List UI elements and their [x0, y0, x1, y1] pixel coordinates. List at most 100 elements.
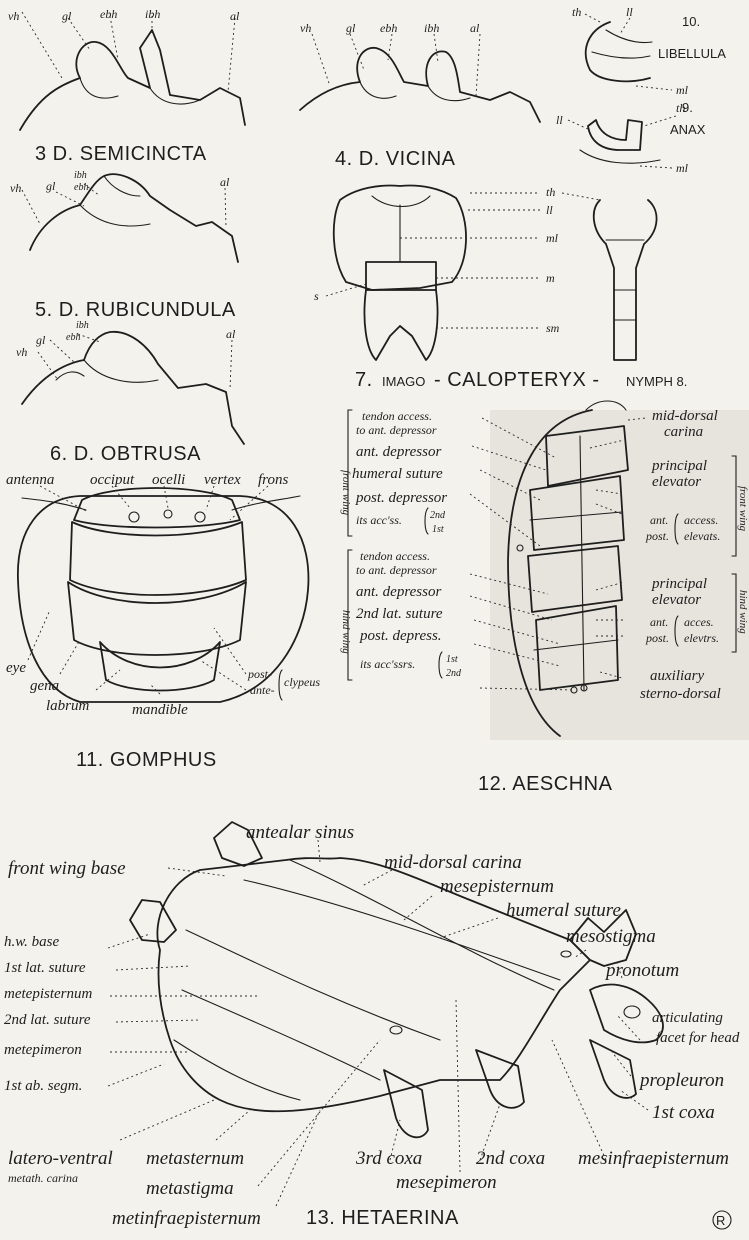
fig4-label-ebh: ebh: [380, 21, 397, 35]
fig12-label-2nd-a: 2nd: [430, 510, 446, 521]
fig12-label-ant1: ant.: [650, 513, 668, 527]
fig13-label-mesepimeron: mesepimeron: [396, 1172, 497, 1193]
fig12-label-carina: carina: [664, 424, 703, 440]
fig6-label-al: al: [226, 327, 236, 341]
fig12-label-post1: post.: [645, 529, 669, 543]
fig12-label-principal2: principal: [651, 576, 707, 592]
fig11-gomphus: antenna occiput ocelli vertex frons eye …: [6, 472, 320, 771]
fig11-label-vertex: vertex: [204, 472, 241, 488]
fig13-label-2nd-coxa: 2nd coxa: [476, 1148, 545, 1169]
fig11-label-antenna: antenna: [6, 472, 54, 488]
fig5-label-vh: vh: [10, 181, 21, 195]
fig5-label-al: al: [220, 175, 230, 189]
fig13-label-propleuron: propleuron: [638, 1070, 724, 1091]
fig7-caption-name: - CALOPTERYX -: [434, 369, 600, 391]
fig13-label-metepisternum: metepisternum: [4, 986, 92, 1002]
fig9-label-ml: ml: [676, 161, 689, 175]
fig11-label-ante: ante-: [250, 683, 275, 697]
fig13-label-mesostigma: mesostigma: [566, 926, 656, 947]
fig12-label-1st-b: 1st: [446, 654, 458, 665]
fig13-label-front-wing-base: front wing base: [8, 858, 126, 879]
fig10-number: 10.: [682, 14, 700, 29]
fig13-label-mesinfraepisternum: mesinfraepisternum: [578, 1148, 729, 1169]
fig4-vicina: vh gl ebh ibh al 4. D. VICINA: [300, 21, 540, 170]
fig12-label-2nd-b: 2nd: [446, 668, 462, 679]
fig12-label-its-access1: its acc'ss.: [356, 513, 402, 527]
fig12-side-hind: hind wing: [340, 610, 352, 654]
fig3-label-vh: vh: [8, 9, 19, 23]
fig13-label-hw-base: h.w. base: [4, 934, 59, 950]
fig6-label-gl: gl: [36, 333, 46, 347]
fig13-label-metinfraepisternum: metinfraepisternum: [112, 1208, 261, 1229]
fig12-side-front: front wing: [340, 470, 352, 516]
fig3-label-gl: gl: [62, 9, 72, 23]
fig3-caption: 3 D. SEMICINCTA: [35, 143, 207, 165]
fig13-label-3rd-coxa: 3rd coxa: [355, 1148, 422, 1169]
fig13-label-articulating: articulating: [652, 1010, 723, 1026]
fig9-label-ll: ll: [556, 113, 563, 127]
fig5-label-ibh: ibh: [74, 170, 87, 181]
fig11-label-frons: frons: [258, 472, 288, 488]
fig10-name: LIBELLULA: [658, 46, 726, 61]
fig12-label-to-ant-dep2: to ant. depressor: [356, 563, 437, 577]
fig13-caption: 13. HETAERINA: [306, 1207, 459, 1229]
fig12-label-post2: post.: [645, 631, 669, 645]
fig12-label-post-depressor: post. depressor: [355, 490, 447, 506]
fig13-label-2nd-lat-suture: 2nd lat. suture: [4, 1012, 91, 1028]
fig12-label-to-ant-dep1: to ant. depressor: [356, 423, 437, 437]
fig5-label-gl: gl: [46, 179, 56, 193]
fig10-label-ml: ml: [676, 83, 689, 97]
fig3-label-al: al: [230, 9, 240, 23]
fig5-caption: 5. D. RUBICUNDULA: [35, 299, 236, 321]
fig11-label-ocelli: ocelli: [152, 472, 185, 488]
fig12-label-1st-a: 1st: [432, 524, 444, 535]
fig12-label-humeral-suture: humeral suture: [352, 466, 443, 482]
fig13-label-metath-carina: metath. carina: [8, 1171, 78, 1185]
fig12-caption: 12. AESCHNA: [478, 773, 613, 795]
fig7-label-th: th: [546, 185, 555, 199]
fig13-label-facet: facet for head: [656, 1030, 740, 1046]
fig11-label-labrum: labrum: [46, 698, 90, 714]
fig7-calopteryx: th ll ml m sm s 7. IMAGO - CALOPTERYX - …: [314, 185, 687, 391]
fig7-caption-nymph: NYMPH 8.: [626, 374, 687, 389]
fig6-caption: 6. D. OBTRUSA: [50, 443, 201, 465]
fig12-label-elevator2: elevator: [652, 592, 701, 608]
fig12-label-auxiliary: auxiliary: [650, 668, 704, 684]
fig12-side-hind-r: hind wing: [737, 590, 749, 634]
fig12-label-sterno-dorsal: sterno-dorsal: [640, 686, 721, 702]
fig6-label-ebh: ebh: [66, 332, 80, 343]
fig13-label-metastigma: metastigma: [146, 1178, 234, 1199]
fig10-label-ll: ll: [626, 5, 633, 19]
fig11-label-mandible: mandible: [132, 702, 188, 718]
fig7-label-s: s: [314, 289, 319, 303]
fig13-label-1st-ab-segm: 1st ab. segm.: [4, 1078, 82, 1094]
fig12-label-elevtrs: elevtrs.: [684, 631, 719, 645]
fig7-label-ml: ml: [546, 231, 559, 245]
fig3-label-ebh: ebh: [100, 7, 117, 21]
fig3-label-ibh: ibh: [145, 7, 160, 21]
fig4-label-vh: vh: [300, 21, 311, 35]
fig3-semicincta: vh gl ebh ibh al 3 D. SEMICINCTA: [8, 7, 245, 165]
fig12-side-front-r: front wing: [737, 486, 749, 532]
fig4-label-ibh: ibh: [424, 21, 439, 35]
fig11-label-gena: gena: [30, 678, 59, 694]
fig4-label-gl: gl: [346, 21, 356, 35]
fig13-label-antealar-sinus: antealar sinus: [246, 822, 354, 843]
fig5-label-ebh: ebh: [74, 182, 88, 193]
fig13-label-pronotum: pronotum: [604, 960, 679, 981]
fig12-label-2nd-lat-suture: 2nd lat. suture: [356, 606, 443, 622]
fig13-label-1st-lat-suture: 1st lat. suture: [4, 960, 86, 976]
fig12-label-tendon1: tendon access.: [362, 409, 432, 423]
fig6-label-ibh: ibh: [76, 320, 89, 331]
fig11-caption: 11. GOMPHUS: [76, 749, 217, 771]
fig11-label-clypeus: clypeus: [284, 675, 320, 689]
fig13-label-mesepisternum: mesepisternum: [440, 876, 554, 897]
fig11-label-occiput: occiput: [90, 472, 135, 488]
fig13-label-latero-ventral: latero-ventral: [8, 1148, 113, 1169]
fig13-label-metepimeron: metepimeron: [4, 1042, 82, 1058]
fig7-label-ll: ll: [546, 203, 553, 217]
fig13-label-humeral-suture: humeral suture: [506, 900, 621, 921]
fig7-label-sm: sm: [546, 321, 560, 335]
fig4-caption: 4. D. VICINA: [335, 148, 456, 170]
